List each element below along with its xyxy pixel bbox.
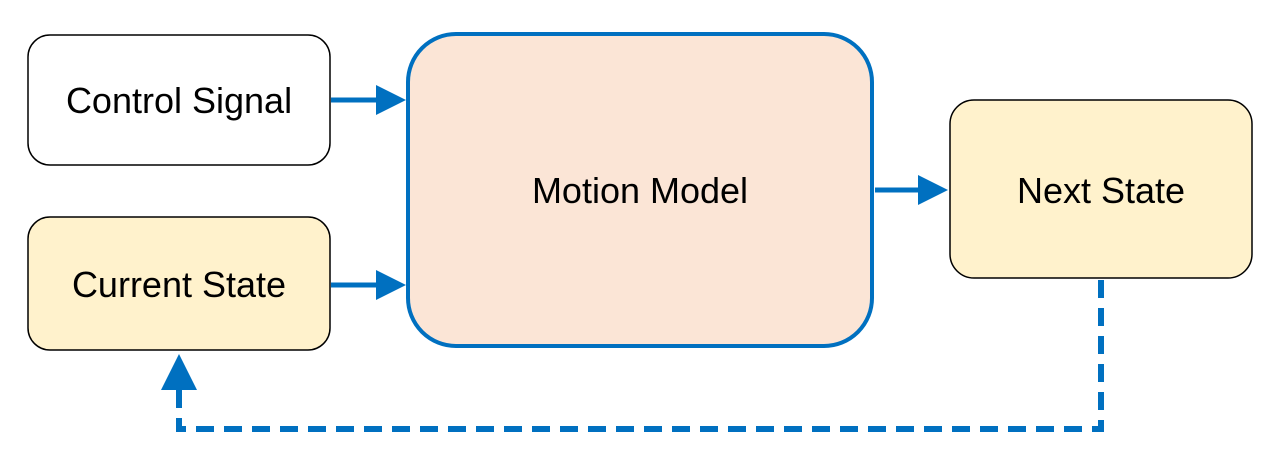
feedback-dashed-arrow: [161, 280, 1104, 432]
control-signal-node: Control Signal: [27, 34, 331, 166]
current-state-node: Current State: [27, 216, 331, 351]
motion-model-label: Motion Model: [532, 170, 748, 211]
control-signal-label: Control Signal: [66, 80, 292, 121]
motion-model-node: Motion Model: [406, 32, 874, 348]
current-state-label: Current State: [72, 264, 286, 305]
next-state-node: Next State: [949, 99, 1253, 279]
next-state-label: Next State: [1017, 170, 1185, 211]
